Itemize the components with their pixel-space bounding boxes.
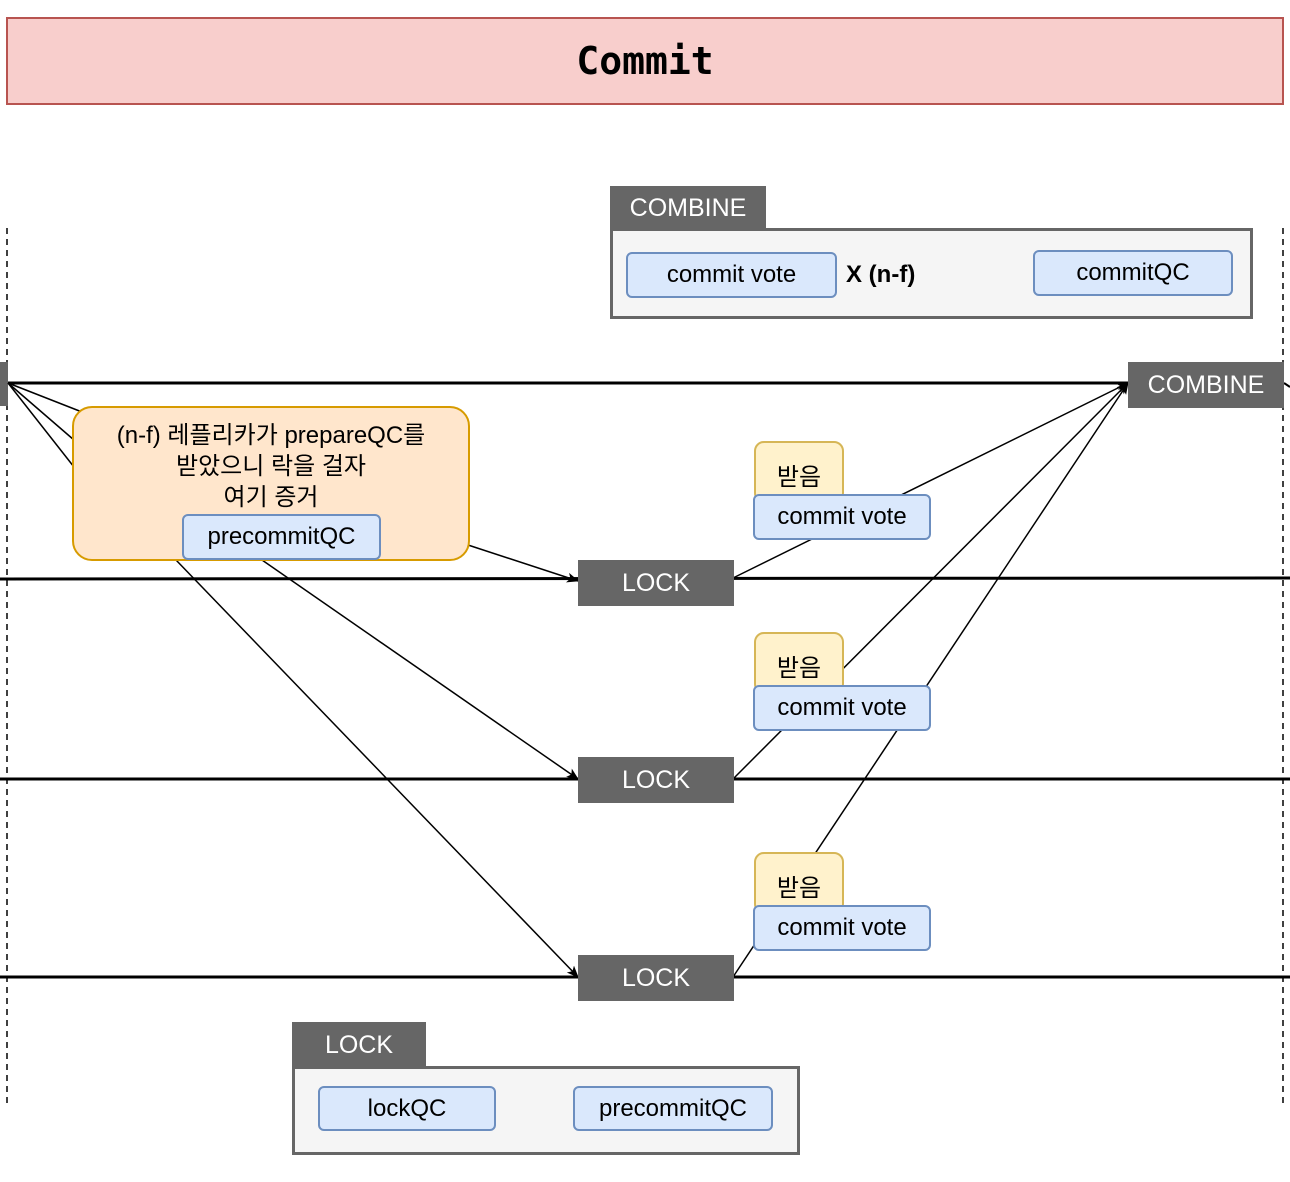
note-line: 받았으니 락을 걸자 [176,453,366,480]
combine-input-box: commit vote [626,252,837,298]
precommit-arrow-3 [175,559,579,978]
lock-node: LOCK [578,560,734,606]
combine-output-box: commitQC [1033,250,1233,296]
commit-vote-box: commit vote [753,685,931,731]
leader-node [0,362,8,406]
lock-node-label: LOCK [621,765,691,794]
combine-panel-tab: COMBINE [610,186,766,230]
note-qc-label: precommitQC [207,523,356,550]
lock-node-label: LOCK [621,568,691,597]
received-label: 받음 [776,875,822,902]
combine-output-label: commitQC [1076,259,1190,286]
lock-panel-tab: LOCK [292,1022,426,1068]
page-title: Commit [576,39,714,83]
leader-note: (n-f) 레플리카가 prepareQC를 받았으니 락을 걸자 여기 증거 … [72,406,470,561]
note-line: 여기 증거 [223,484,319,511]
received-label: 받음 [776,655,822,682]
title-bar: Commit [6,17,1284,105]
leader-lane-tail [1283,382,1290,388]
vote-arrow-1 [732,382,1129,579]
fanout-line [7,382,75,468]
lock-output-label: lockQC [367,1094,447,1122]
lock-input-box: precommitQC [573,1086,773,1131]
commit-vote-box: commit vote [753,494,931,540]
lock-input-label: precommitQC [598,1094,748,1122]
lock-node-label: LOCK [621,963,691,992]
lock-node: LOCK [578,955,734,1001]
combine-input-label: commit vote [666,261,797,288]
fanout-line [7,382,83,413]
note-text: (n-f) 레플리카가 prepareQC를 받았으니 락을 걸자 여기 증거 [74,420,468,513]
combine-node: COMBINE [1128,362,1284,408]
received-badge: 받음 [754,632,844,694]
precommit-arrow-1 [467,544,579,583]
note-qc-box: precommitQC [182,514,381,560]
fanout-line [7,382,75,441]
lock-node: LOCK [578,757,734,803]
combine-panel-tab-label: COMBINE [629,193,747,222]
combine-multiplier-label: X (n-f) [846,261,916,288]
commit-vote-label: commit vote [777,694,907,721]
commit-vote-label: commit vote [777,914,907,941]
lock-output-box: lockQC [318,1086,496,1131]
received-label: 받음 [776,464,822,491]
note-line: (n-f) 레플리카가 prepareQC를 [116,422,426,449]
commit-vote-label: commit vote [777,503,907,530]
commit-vote-box: commit vote [753,905,931,951]
received-badge: 받음 [754,852,844,914]
lock-panel-tab-label: LOCK [324,1030,394,1059]
precommit-arrow-2 [261,559,579,780]
combine-node-label: COMBINE [1147,370,1265,399]
combine-multiplier: X (n-f) [846,261,915,289]
received-badge: 받음 [754,441,844,503]
